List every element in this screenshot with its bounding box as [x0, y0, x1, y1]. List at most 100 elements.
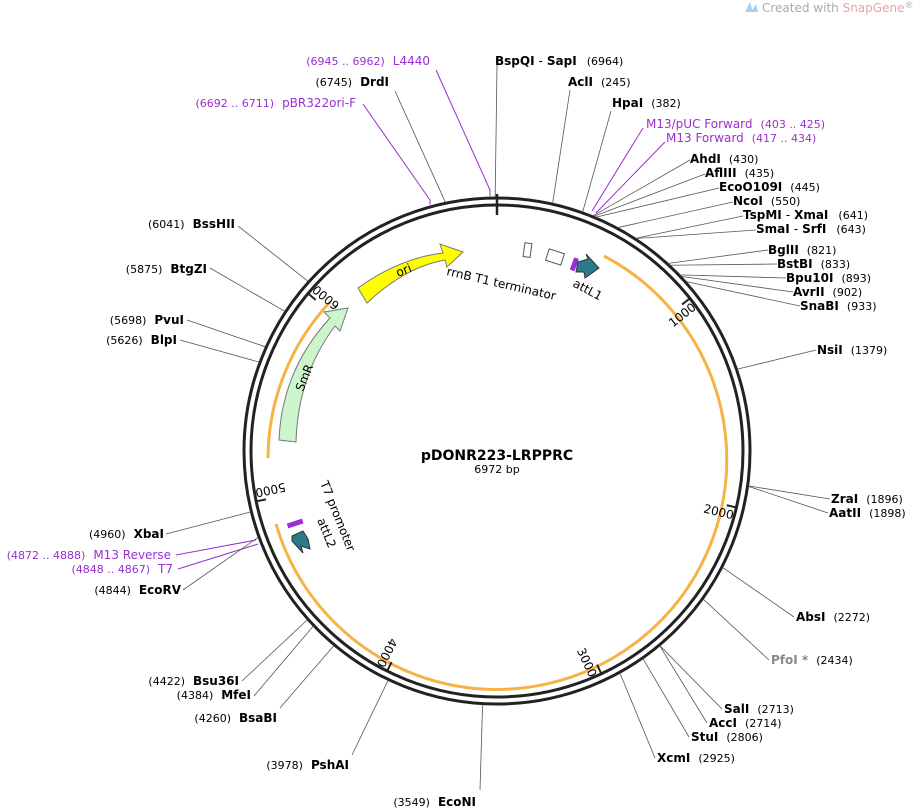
enzyme-pos: (2925) — [698, 752, 735, 765]
primer-range: (6692 .. 6711) — [196, 97, 275, 110]
enzyme-name: SmaI — [756, 222, 790, 236]
enzyme-name: PshAI — [311, 758, 349, 772]
enzyme-name: BstBI — [777, 257, 813, 271]
enzyme-pos: (2272) — [833, 611, 870, 624]
enzyme-label-acli[interactable]: AclI(245) — [568, 75, 631, 89]
enzyme-label-btgzi[interactable]: (5875) BtgZI — [126, 262, 207, 276]
enzyme-pos: (5875) — [126, 263, 163, 276]
enzyme-name: PfoI * — [771, 653, 809, 667]
enzyme-label-sali[interactable]: SalI(2713) — [724, 702, 794, 716]
enzyme-label-stui[interactable]: StuI(2806) — [691, 730, 763, 744]
enzyme-label-ahdi[interactable]: AhdI(430) — [690, 152, 758, 166]
enzyme-label-mfei[interactable]: (4384)MfeI — [177, 688, 251, 702]
enzyme-label-bsabi[interactable]: (4260)BsaBI — [194, 711, 277, 725]
enzyme-label-absi[interactable]: AbsI (2272) — [796, 610, 870, 624]
enzyme-pos: (2806) — [726, 731, 763, 744]
primer-leader-m13puc — [591, 127, 644, 212]
enzyme-label-pshai[interactable]: (3978) PshAI — [266, 758, 349, 772]
enzyme-label-snabi[interactable]: SnaBI(933) — [800, 299, 877, 313]
enzyme-label-bsshii[interactable]: (6041)BssHII — [148, 217, 235, 231]
insert-arc-left — [266, 300, 332, 459]
enzyme-leader-line — [479, 704, 483, 791]
primer-label-pbr322ori[interactable]: (6692 .. 6711)pBR322ori-F — [196, 96, 357, 110]
enzyme-label-bspqi[interactable]: BspQI-SapI(6964) — [495, 54, 623, 68]
enzyme-label-ecorv[interactable]: (4844)EcoRV — [94, 583, 181, 597]
enzyme-label-bsu36i[interactable]: (4422)Bsu36I — [148, 674, 239, 688]
enzyme-pos: (643) — [836, 223, 866, 236]
enzyme-leader-line — [748, 485, 829, 514]
enzyme-name: AccI — [709, 716, 737, 730]
enzyme-label-blpi[interactable]: (5626)BlpI — [106, 333, 177, 347]
enzyme-label-xbai[interactable]: (4960)XbaI — [89, 527, 164, 541]
enzyme-leader-line — [279, 645, 335, 709]
enzyme-label-econi[interactable]: (3549)EcoNI — [393, 795, 476, 809]
enzyme-name: EcoRV — [139, 583, 182, 597]
primer-leader-pbr322ori — [362, 103, 431, 205]
primer-name: L4440 — [393, 54, 430, 68]
enzyme-label-pfoi[interactable]: PfoI *(2434) — [771, 653, 853, 667]
enzyme-pos: (6745) — [315, 76, 352, 89]
enzyme-name: AvrII — [793, 285, 825, 299]
snapgene-logo-icon — [745, 2, 758, 12]
tick-label: 4000 — [374, 636, 400, 670]
primer-label-m13puc[interactable]: M13/pUC Forward(403 .. 425) — [646, 117, 825, 131]
enzyme-label-xcmi[interactable]: XcmI(2925) — [657, 751, 735, 765]
watermark-prefix: Created with — [762, 1, 843, 15]
plasmid-length: 6972 bp — [474, 463, 519, 476]
enzyme-pos: (4384) — [177, 689, 214, 702]
enzyme-pos: (435) — [745, 167, 775, 180]
primer-name: M13 Reverse — [93, 548, 171, 562]
enzyme-pos: (3978) — [266, 759, 303, 772]
enzyme-pos: (2713) — [757, 703, 794, 716]
enzyme-name: NsiI — [817, 343, 843, 357]
enzyme-leader-line — [582, 110, 612, 213]
enzyme-label-bglii[interactable]: BglII(821) — [768, 243, 836, 257]
enzyme-name: Bsu36I — [193, 674, 239, 688]
attl1-feature[interactable]: attL1 — [569, 253, 605, 303]
enzyme-label-tspmi[interactable]: TspMI-XmaI(641) — [743, 208, 868, 222]
enzyme-name: AbsI — [796, 610, 825, 624]
enzyme-label-acci[interactable]: AccI(2714) — [709, 716, 782, 730]
enzyme-label-drdi[interactable]: (6745) DrdI — [315, 75, 389, 89]
attl1-arrow — [575, 253, 600, 279]
enzyme-label-bpu10i[interactable]: Bpu10I(893) — [786, 271, 871, 285]
enzyme-pos: (6964) — [587, 55, 624, 68]
enzyme-label-aatii[interactable]: AatII(1898) — [829, 506, 906, 520]
enzyme-label-nsii[interactable]: NsiI (1379) — [817, 343, 887, 357]
enzyme-name: DrdI — [360, 75, 389, 89]
enzyme-name: EcoO109I — [719, 180, 782, 194]
enzyme-leader-line — [253, 626, 314, 697]
primer-label-l4440[interactable]: (6945 .. 6962)L4440 — [306, 54, 430, 68]
attl2-feature[interactable]: T7 promoter attL2 — [286, 478, 358, 554]
enzyme-label-ecoo109i[interactable]: EcoO109I(445) — [719, 180, 820, 194]
enzyme-name: BtgZI — [170, 262, 207, 276]
enzyme-pos: (1379) — [851, 344, 888, 357]
enzyme-leader-line — [619, 673, 656, 759]
enzyme-label-zrai[interactable]: ZraI(1896) — [831, 492, 903, 506]
smr-feature[interactable]: SmR — [278, 307, 349, 443]
primer-leader-m13rev — [175, 539, 257, 556]
enzyme-pos: (4260) — [194, 712, 231, 725]
tick-mark — [308, 293, 317, 301]
primer-label-m13fwd[interactable]: M13 Forward(417 .. 434) — [666, 131, 816, 145]
enzyme-label-pvui[interactable]: (5698)PvuI — [110, 313, 184, 327]
enzyme-label-bstbi[interactable]: BstBI(833) — [777, 257, 850, 271]
primer-label-m13rev[interactable]: (4872 .. 4888)M13 Reverse — [7, 548, 171, 562]
enzyme-label-afliii[interactable]: AflIII(435) — [705, 166, 774, 180]
enzyme-label-hpai[interactable]: HpaI(382) — [612, 96, 681, 110]
enzyme-label-avrii[interactable]: AvrII (902) — [793, 285, 862, 299]
enzyme-label-ncoi[interactable]: NcoI(550) — [733, 194, 800, 208]
rrnb-label: rrnB T1 terminator — [445, 264, 557, 303]
tick-mark — [681, 298, 690, 306]
primer-label-t7[interactable]: (4848 .. 4867)T7 — [71, 562, 173, 576]
enzyme-pos: (902) — [833, 286, 863, 299]
enzyme-pos: (5698) — [110, 314, 147, 327]
attl2-primer-mark — [286, 518, 304, 529]
primer-name: M13/pUC Forward — [646, 117, 753, 131]
ori-feature[interactable]: ori — [357, 243, 464, 304]
enzyme-name-2: SrfI — [802, 222, 826, 236]
enzyme-label-smai[interactable]: SmaI-SrfI(643) — [756, 222, 866, 236]
primer-range: (4848 .. 4867) — [71, 563, 150, 576]
enzyme-pos: (821) — [807, 244, 837, 257]
